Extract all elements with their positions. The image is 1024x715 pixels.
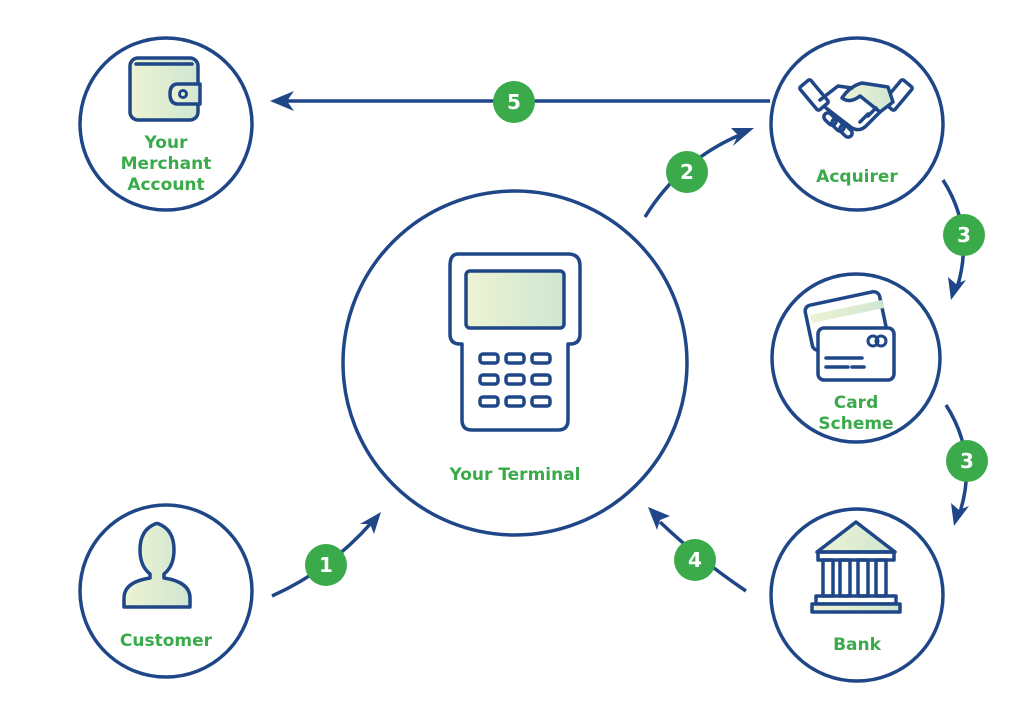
node-label-line: Merchant — [121, 154, 212, 174]
arrowhead — [731, 128, 754, 146]
arrowhead — [270, 91, 294, 111]
step-badge-5: 5 — [493, 81, 535, 123]
arrowhead — [360, 512, 381, 534]
node-card-scheme: Card Scheme — [770, 272, 942, 444]
node-label: Bank — [833, 635, 882, 655]
badge-number: 3 — [957, 223, 971, 247]
badge-circle — [493, 81, 535, 123]
badge-circle — [305, 544, 347, 586]
arrowhead — [948, 277, 966, 300]
arrowhead — [648, 507, 670, 530]
user-icon — [122, 521, 192, 609]
badge-circle — [666, 151, 708, 193]
node-ring — [78, 36, 254, 212]
node-merchant-account: Your Merchant Account — [78, 36, 254, 212]
node-label: Customer — [120, 631, 213, 651]
badge-number: 2 — [680, 160, 694, 184]
node-label: Acquirer — [816, 167, 898, 187]
badge-circle — [674, 539, 716, 581]
wallet-icon — [128, 56, 202, 122]
credit-cards-icon — [803, 289, 896, 382]
node-terminal: Your Terminal — [341, 189, 689, 537]
node-label-line: Scheme — [818, 414, 893, 434]
node-label-line: Account — [127, 175, 204, 195]
badge-number: 5 — [507, 90, 521, 114]
payment-terminal-icon — [448, 252, 582, 432]
bank-building-icon — [810, 520, 902, 614]
node-customer: Customer — [78, 503, 254, 679]
badge-circle — [943, 214, 985, 256]
node-label: Your Terminal — [448, 465, 580, 485]
step-badge-4: 4 — [674, 539, 716, 581]
node-label-line: Card — [834, 393, 879, 413]
node-bank: Bank — [769, 507, 945, 683]
handshake-icon — [798, 78, 914, 139]
node-label-line: Your — [144, 133, 189, 153]
step-badge-2: 2 — [666, 151, 708, 193]
badge-number: 4 — [688, 548, 702, 572]
step-badge-3a: 3 — [943, 214, 985, 256]
step-badge-1: 1 — [305, 544, 347, 586]
badge-circle — [946, 440, 988, 482]
node-acquirer: Acquirer — [769, 36, 945, 212]
arrowhead — [951, 503, 969, 526]
badge-number: 1 — [319, 553, 333, 577]
step-badge-3b: 3 — [946, 440, 988, 482]
badge-number: 3 — [960, 449, 974, 473]
